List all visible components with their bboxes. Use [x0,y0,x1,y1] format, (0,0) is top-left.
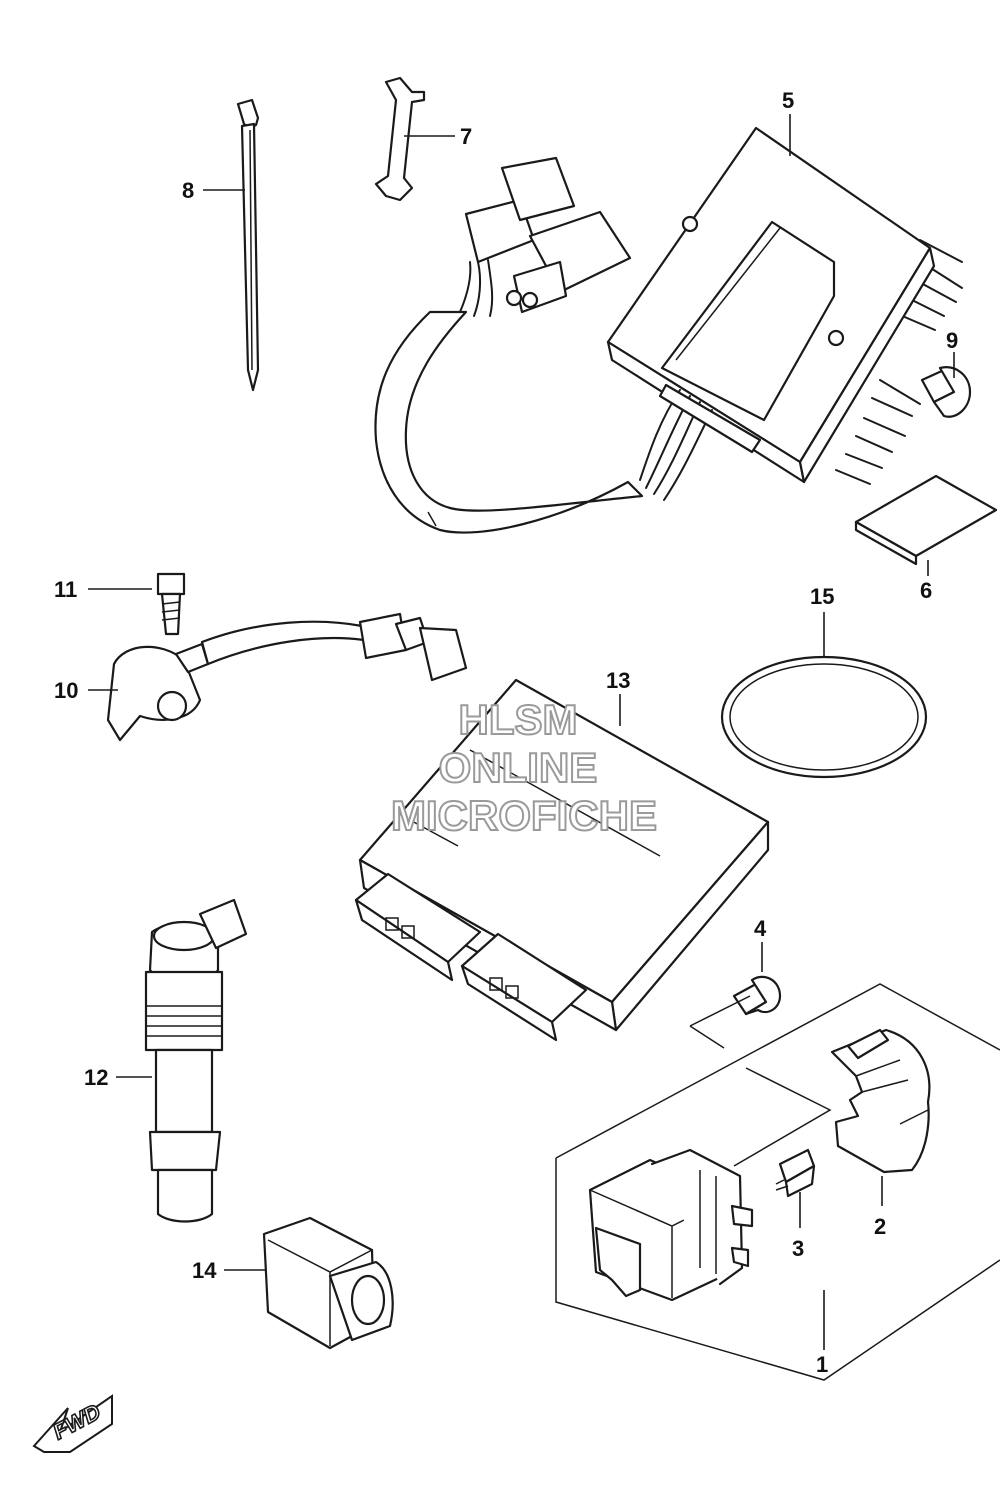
watermark-line-3: MICROFICHE [391,792,657,839]
callout-5: 5 [782,88,794,113]
cable-tie-part-8 [236,98,260,392]
regulator-part-5 [374,126,963,534]
callout-6: 6 [920,578,932,603]
callout-7: 7 [460,124,472,149]
callout-1: 1 [816,1352,828,1377]
assembly-box-part-1 [555,983,1000,1381]
fuse-part-3 [775,1148,816,1198]
watermark: HLSM ONLINE MICROFICHE [390,695,658,840]
callout-10: 10 [54,678,78,703]
ecu-part-13 [354,678,770,1042]
callout-15: 15 [810,584,834,609]
sensor-part-10 [106,612,468,742]
callout-11: 11 [54,577,77,602]
callout-14: 14 [192,1258,217,1283]
callout-8: 8 [182,178,194,203]
callout-9: 9 [946,328,958,353]
clamp-part-7 [374,76,426,202]
callout-12: 12 [84,1065,108,1090]
watermark-line-1: HLSM [459,696,578,743]
o-ring-part-15 [720,655,928,779]
callout-3: 3 [792,1236,804,1261]
pad-part-6 [854,474,998,566]
coupler-part-14 [262,1216,394,1350]
callout-13: 13 [606,668,630,693]
bolt-part-11 [156,572,186,636]
callout-4: 4 [754,916,767,941]
relay-part-1 [588,1148,754,1302]
callout-2: 2 [874,1214,886,1239]
watermark-line-2: ONLINE [439,744,598,791]
fwd-arrow-icon: FWD [32,1394,113,1453]
cover-part-2 [830,1028,931,1174]
bolt-part-9 [920,366,972,418]
ignition-coil-part-12 [144,898,248,1223]
bolt-part-4 [732,975,782,1016]
